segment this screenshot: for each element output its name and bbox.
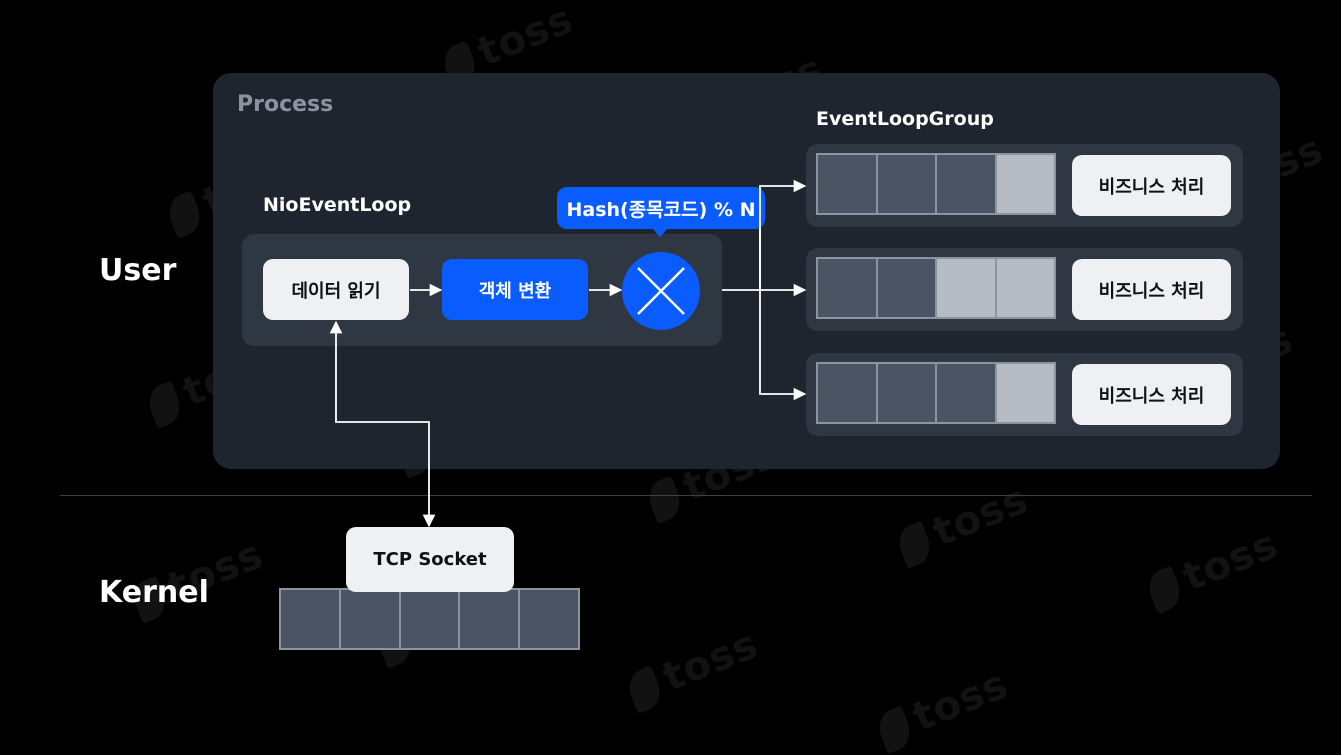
user-kernel-divider bbox=[60, 495, 1312, 496]
user-layer-label: User bbox=[99, 253, 177, 288]
transform-node: 객체 변환 bbox=[442, 259, 588, 320]
event-loop-group-title: EventLoopGroup bbox=[816, 108, 994, 130]
task-queue bbox=[816, 257, 1056, 319]
task-queue bbox=[816, 362, 1056, 424]
business-process-node: 비즈니스 처리 bbox=[1072, 155, 1231, 216]
watermark: toss bbox=[621, 621, 765, 715]
process-title: Process bbox=[237, 92, 334, 117]
task-queue bbox=[816, 153, 1056, 215]
watermark: toss bbox=[891, 476, 1035, 570]
read-data-node: 데이터 읽기 bbox=[263, 259, 409, 320]
watermark: toss bbox=[1141, 521, 1285, 615]
business-process-node: 비즈니스 처리 bbox=[1072, 259, 1231, 320]
hash-label: Hash(종목코드) % N bbox=[557, 187, 765, 229]
watermark: toss bbox=[871, 661, 1015, 755]
event-loop-2: 비즈니스 처리 bbox=[806, 248, 1243, 331]
nio-event-loop-title: NioEventLoop bbox=[263, 194, 412, 216]
event-loop-3: 비즈니스 처리 bbox=[806, 353, 1243, 436]
hash-router-icon bbox=[622, 252, 700, 330]
tcp-socket-node: TCP Socket bbox=[346, 527, 514, 592]
socket-buffer bbox=[279, 588, 580, 650]
kernel-layer-label: Kernel bbox=[99, 575, 209, 610]
business-process-node: 비즈니스 처리 bbox=[1072, 364, 1231, 425]
event-loop-1: 비즈니스 처리 bbox=[806, 144, 1243, 227]
